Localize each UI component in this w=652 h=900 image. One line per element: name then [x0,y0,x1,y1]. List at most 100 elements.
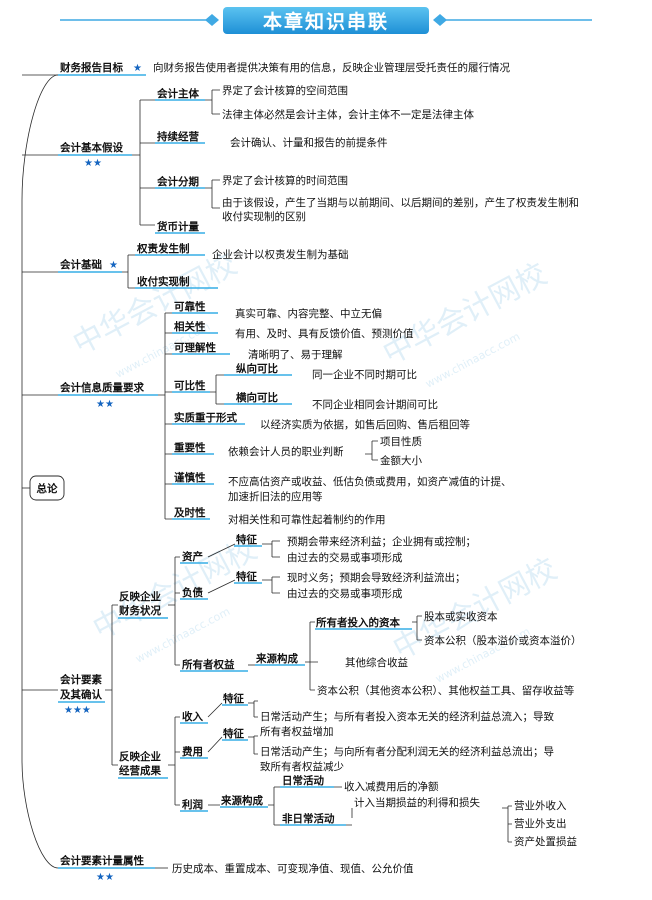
svg-text:中华会计网校: 中华会计网校 [377,257,552,372]
svg-text:收入: 收入 [182,710,203,723]
svg-text:负债: 负债 [182,586,203,599]
svg-text:日常活动产生；与所有者投入资本无关的经济利益总流入；导致: 日常活动产生；与所有者投入资本无关的经济利益总流入；导致 [260,710,554,723]
svg-text:收付实现制的区别: 收付实现制的区别 [222,210,306,223]
svg-text:可理解性: 可理解性 [174,341,216,354]
svg-text:金额大小: 金额大小 [380,454,422,467]
svg-text:会计确认、计量和报告的前提条件: 会计确认、计量和报告的前提条件 [230,136,388,149]
svg-text:界定了会计核算的时间范围: 界定了会计核算的时间范围 [222,174,348,187]
period-label: 会计分期 [157,175,199,188]
svg-text:由过去的交易或事项形成: 由过去的交易或事项形成 [287,551,403,564]
svg-text:资本公积（股本溢价或资本溢价）: 资本公积（股本溢价或资本溢价） [424,634,582,647]
svg-text:资本公积（其他资本公积）、其他权益工具、留存收益等: 资本公积（其他资本公积）、其他权益工具、留存收益等 [317,684,575,697]
svg-text:会计要素计量属性: 会计要素计量属性 [60,854,144,867]
svg-text:重要性: 重要性 [174,441,206,454]
svg-text:经营成果: 经营成果 [119,764,161,777]
quality-branch: 会计信息质量要求 ★★ 可靠性 真实可靠、内容完整、中立无偏 相关性 有用、及时… [58,300,512,526]
cash-basis-label: 收付实现制 [137,275,190,288]
svg-text:不应高估资产或收益、低估负债或费用，如资产减值的计提、: 不应高估资产或收益、低估负债或费用，如资产减值的计提、 [228,475,512,488]
assumptions-branch: 会计基本假设 ★★ 会计主体 界定了会计核算的空间范围 法律主体必然是会计主体，… [58,84,579,234]
basis-branch: 会计基础 ★ 权责发生制 企业会计以权责发生制为基础 收付实现制 [58,242,349,289]
svg-text:非日常活动: 非日常活动 [282,812,335,825]
star-icon: ★ [109,260,118,271]
svg-text:特征: 特征 [223,727,244,740]
going-concern-label: 持续经营 [157,130,199,143]
page-title: 本章知识串联 [263,10,389,33]
root-label: 总论 [37,482,58,495]
svg-text:会计要素: 会计要素 [60,673,102,686]
svg-text:费用: 费用 [182,745,203,758]
svg-text:所有者投入的资本: 所有者投入的资本 [316,616,400,629]
svg-text:依赖会计人员的职业判断: 依赖会计人员的职业判断 [228,445,344,458]
svg-text:历史成本、重置成本、可变现净值、现值、公允价值: 历史成本、重置成本、可变现净值、现值、公允价值 [172,862,414,875]
svg-text:预期会带来经济利益；企业拥有或控制；: 预期会带来经济利益；企业拥有或控制； [287,535,476,548]
goal-label: 财务报告目标 [59,61,123,74]
elements-branch: 会计要素 及其确认 ★★★ 反映企业 财务状况 资产 特征 预期会带来经济利益；… [58,533,582,848]
svg-text:由过去的交易或事项形成: 由过去的交易或事项形成 [287,587,403,600]
svg-text:同一企业不同时期可比: 同一企业不同时期可比 [312,368,417,381]
star-icon: ★★ [96,399,114,410]
svg-text:纵向可比: 纵向可比 [236,362,278,375]
svg-text:谨慎性: 谨慎性 [174,471,206,484]
svg-text:及其确认: 及其确认 [60,688,102,701]
title-banner: 本章知识串联 [60,7,592,34]
svg-text:致所有者权益减少: 致所有者权益减少 [260,760,344,773]
svg-text:特征: 特征 [236,533,257,546]
svg-text:资产处置损益: 资产处置损益 [514,835,577,848]
svg-text:所有者权益: 所有者权益 [182,658,235,671]
connector-lines [21,74,512,869]
svg-text:项目性质: 项目性质 [380,435,422,448]
svg-text:由于该假设，产生了当期与以前期间、以后期间的差别，产生了权责: 由于该假设，产生了当期与以前期间、以后期间的差别，产生了权责发生制和 [222,196,579,209]
svg-text:营业外支出: 营业外支出 [514,817,567,830]
star-icon: ★★★ [64,705,91,716]
svg-text:界定了会计核算的空间范围: 界定了会计核算的空间范围 [222,84,348,97]
svg-text:特征: 特征 [223,692,244,705]
svg-text:来源构成: 来源构成 [255,652,298,665]
goal-desc: 向财务报告使用者提供决策有用的信息，反映企业管理层受托责任的履行情况 [153,61,510,74]
svg-text:横向可比: 横向可比 [236,391,278,404]
svg-text:中华会计网校: 中华会计网校 [387,552,562,667]
root-node: 总论 [29,475,65,501]
star-icon: ★★ [84,158,102,169]
star-icon: ★★ [96,872,114,883]
svg-text:反映企业: 反映企业 [119,590,161,603]
svg-text:清晰明了、易于理解: 清晰明了、易于理解 [248,348,343,361]
star-icon: ★ [133,63,142,74]
svg-text:可比性: 可比性 [174,379,206,392]
svg-text:有用、及时、具有反馈价值、预测价值: 有用、及时、具有反馈价值、预测价值 [235,327,414,340]
svg-text:相关性: 相关性 [174,320,206,333]
svg-text:实质重于形式: 实质重于形式 [174,411,237,424]
svg-text:财务状况: 财务状况 [118,604,161,617]
svg-text:资产: 资产 [182,550,203,563]
svg-text:股本或实收资本: 股本或实收资本 [424,610,498,623]
svg-text:日常活动产生；与向所有者分配利润无关的经济利益总流出；导: 日常活动产生；与向所有者分配利润无关的经济利益总流出；导 [260,745,554,758]
svg-text:加速折旧法的应用等: 加速折旧法的应用等 [228,490,323,503]
assumptions-label: 会计基本假设 [60,141,123,154]
diamond-icon [433,14,447,26]
svg-text:特征: 特征 [236,570,257,583]
svg-text:现时义务；预期会导致经济利益流出；: 现时义务；预期会导致经济利益流出； [287,571,466,584]
svg-text:可靠性: 可靠性 [174,300,206,313]
svg-text:及时性: 及时性 [174,506,206,519]
svg-text:收入减费用后的净额: 收入减费用后的净额 [344,780,439,793]
svg-text:所有者权益增加: 所有者权益增加 [260,725,334,738]
svg-text:以经济实质为依据，如售后回购、售后租回等: 以经济实质为依据，如售后回购、售后租回等 [260,418,470,431]
quality-label: 会计信息质量要求 [60,381,144,394]
goal-branch: 财务报告目标 ★ 向财务报告使用者提供决策有用的信息，反映企业管理层受托责任的履… [58,61,510,76]
svg-text:反映企业: 反映企业 [119,750,161,763]
svg-text:营业外收入: 营业外收入 [514,799,567,812]
svg-text:计入当期损益的利得和损失: 计入当期损益的利得和损失 [354,796,480,809]
svg-text:法律主体必然是会计主体，会计主体不一定是法律主体: 法律主体必然是会计主体，会计主体不一定是法律主体 [222,108,474,121]
svg-text:企业会计以权责发生制为基础: 企业会计以权责发生制为基础 [212,248,349,261]
svg-text:不同企业相同会计期间可比: 不同企业相同会计期间可比 [312,398,438,411]
entity-label: 会计主体 [157,87,199,100]
svg-text:日常活动: 日常活动 [282,774,324,787]
svg-text:真实可靠、内容完整、中立无偏: 真实可靠、内容完整、中立无偏 [235,307,382,320]
measure-branch: 会计要素计量属性 ★★ 历史成本、重置成本、可变现净值、现值、公允价值 [58,854,414,883]
basis-label: 会计基础 [60,258,102,271]
svg-text:来源构成: 来源构成 [220,794,263,807]
svg-text:对相关性和可靠性起着制约的作用: 对相关性和可靠性起着制约的作用 [228,513,386,526]
diamond-icon [205,14,219,26]
svg-text:其他综合收益: 其他综合收益 [345,656,408,669]
money-label: 货币计量 [156,220,199,233]
